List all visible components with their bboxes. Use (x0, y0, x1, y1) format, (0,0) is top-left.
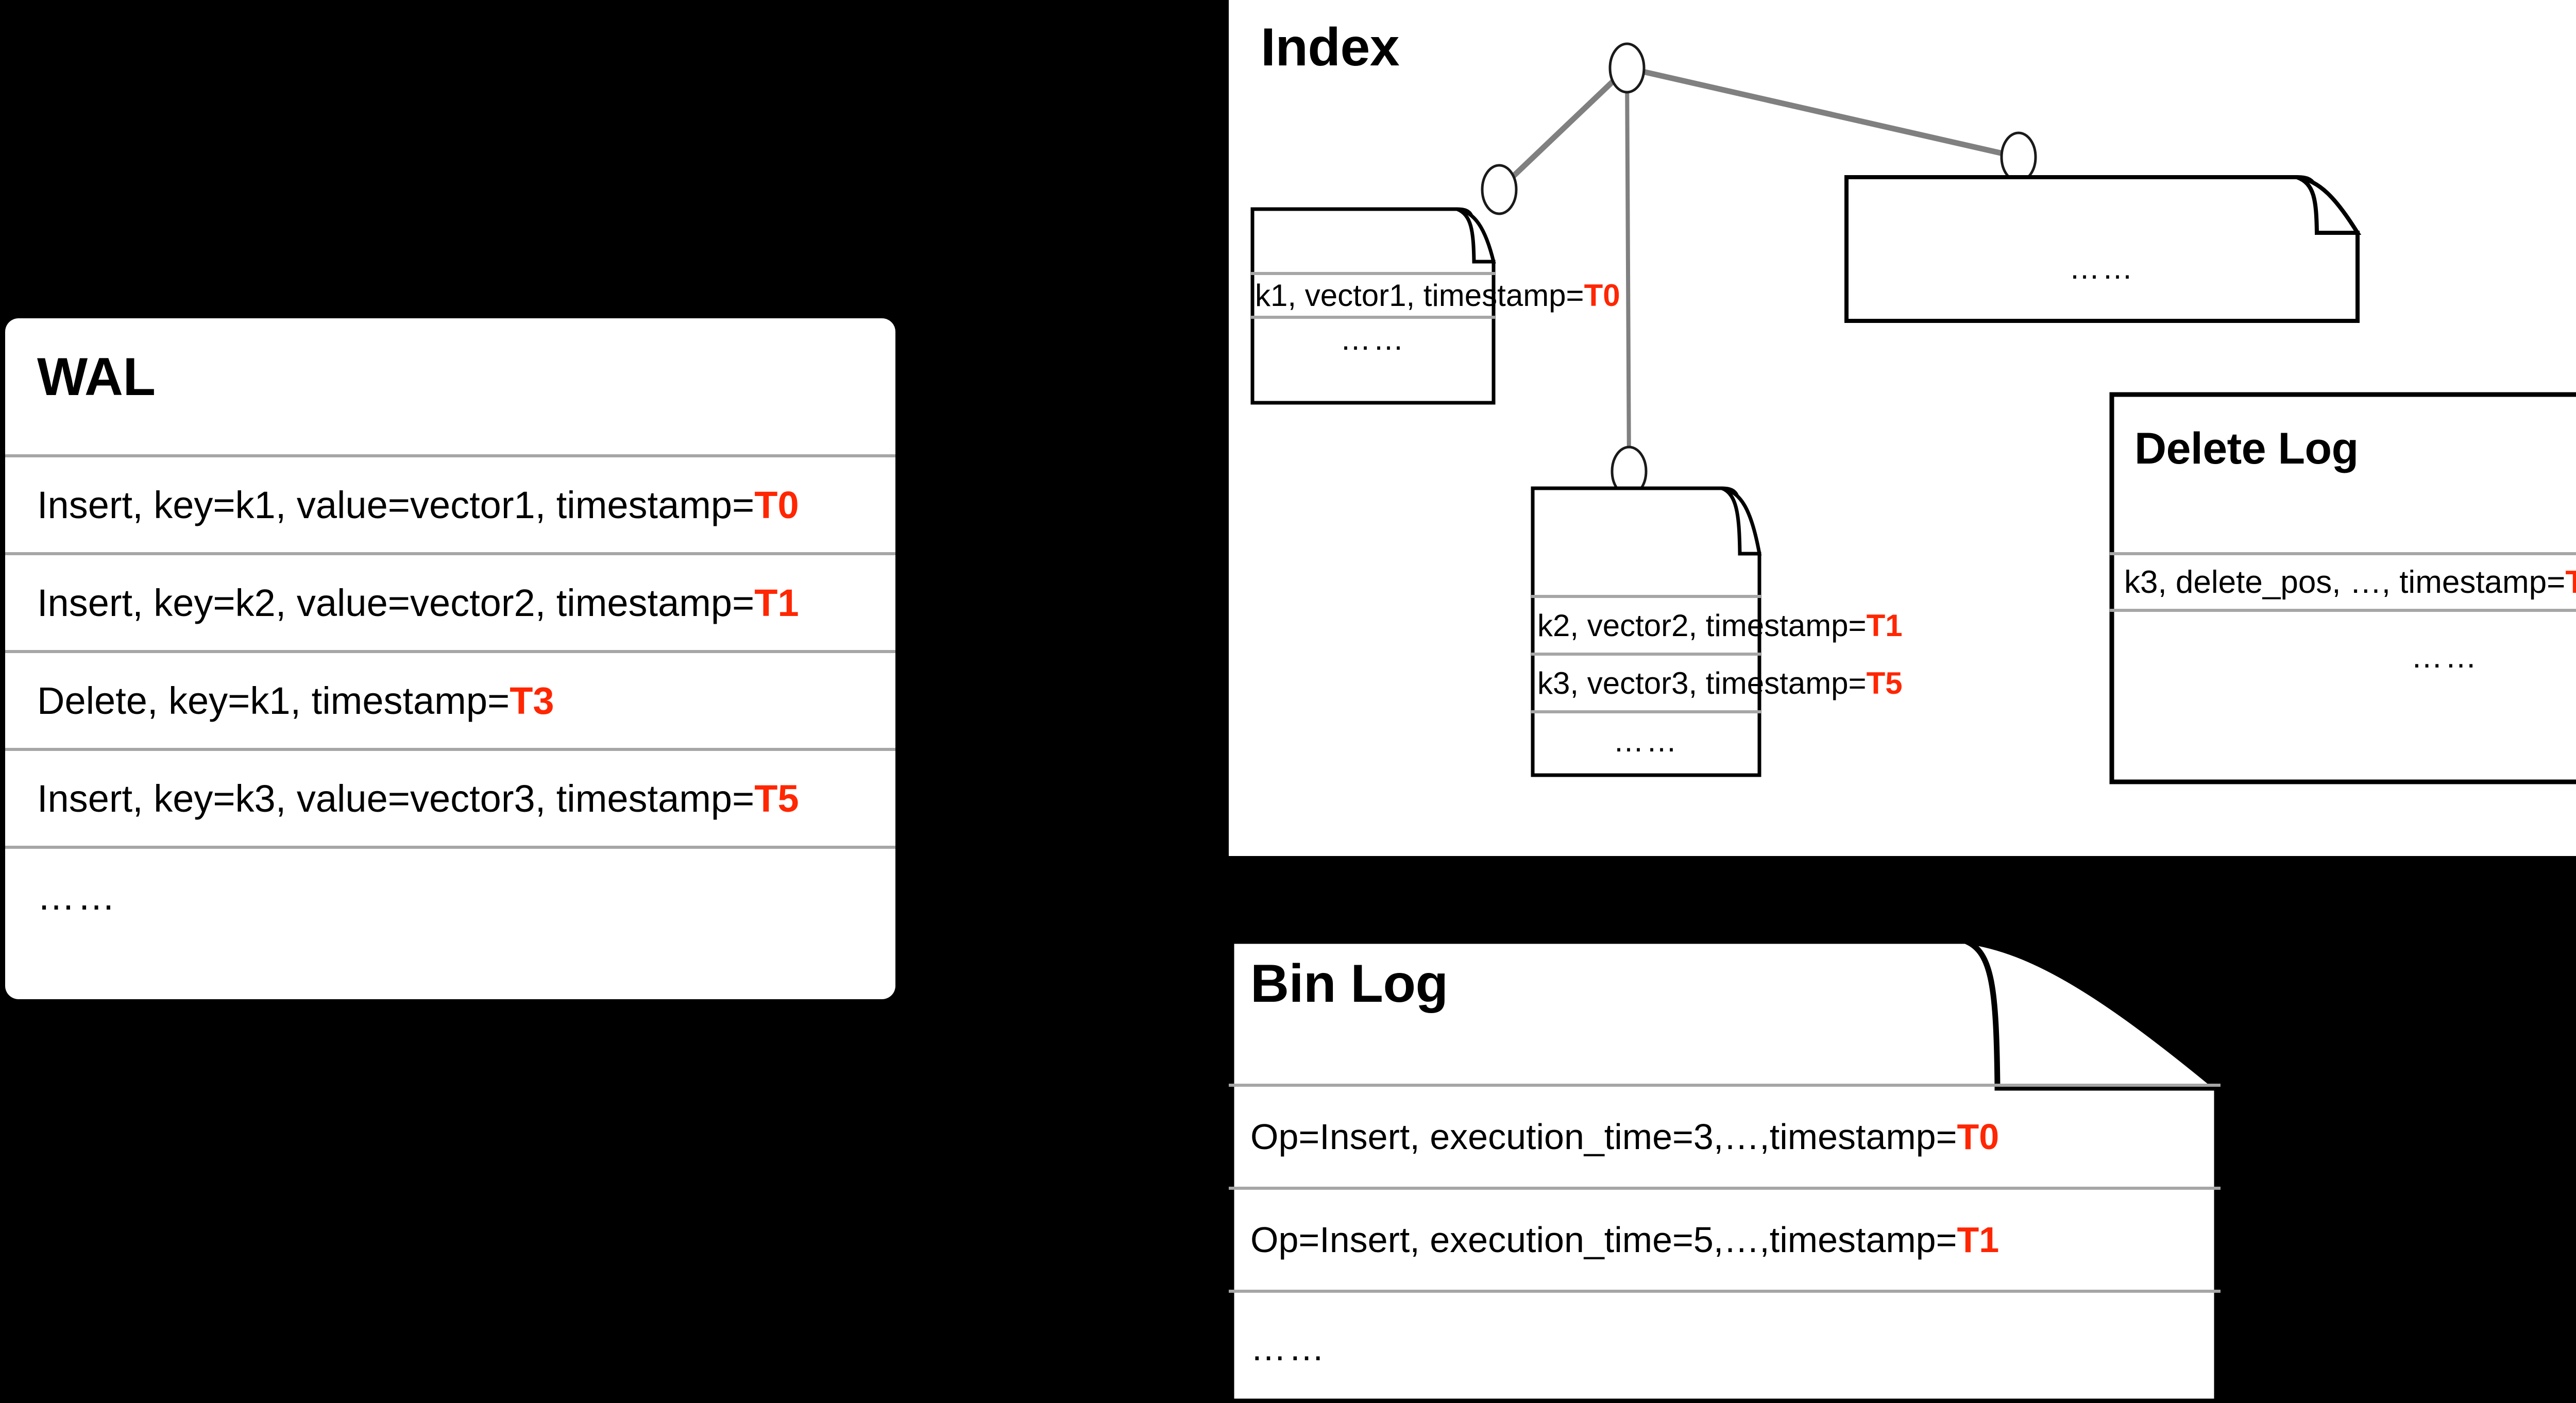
card-row-text: …… (1613, 723, 1679, 758)
tree-edges (1497, 65, 2020, 192)
wal-row-text: Insert, key=k2, value=vector2, timestamp… (37, 581, 755, 624)
delete-log-row-text: …… (2411, 639, 2479, 675)
wal-row-text: Delete, key=k1, timestamp= (37, 679, 510, 722)
folded-corner-path (1456, 207, 1496, 264)
delete-log-row-ellipsis: …… (2110, 609, 2576, 701)
panel-content: Delete Log k3, delete_pos, …, timestamp=… (2110, 392, 2576, 784)
wal-row-list: Insert, key=k1, value=vector1, timestamp… (5, 454, 895, 944)
card-row: k3, vector3, timestamp=T5 (1531, 653, 1903, 710)
document-shape (1228, 938, 2225, 1403)
wal-row-ellipsis: …… (5, 846, 895, 944)
bin-log-row-timestamp: T1 (1957, 1220, 1999, 1260)
index-leaf-card-k1[interactable]: k1, vector1, timestamp=T0 …… (1250, 207, 1620, 405)
card-row-list: k2, vector2, timestamp=T1 k3, vector3, t… (1531, 595, 1903, 768)
index-tree-graph (1481, 42, 2037, 497)
bin-log-row-text: Op=Insert, execution_time=5,…,timestamp= (1250, 1220, 1957, 1260)
delete-log-row: k3, delete_pos, …, timestamp=T3 (2110, 552, 2576, 609)
index-title: Index (1261, 18, 1400, 77)
wal-row-timestamp: T3 (510, 679, 554, 722)
document-shape (1844, 175, 2362, 323)
bin-log-row-text: …… (1250, 1328, 1327, 1368)
card-content: k1, vector1, timestamp=T0 …… (1251, 208, 1620, 404)
index-leaf-card-ellipsis[interactable]: …… (1844, 175, 2362, 323)
tree-nodes (1481, 42, 2037, 497)
bin-log-row-text: Op=Insert, execution_time=3,…,timestamp= (1250, 1117, 1957, 1157)
card-row-ellipsis: …… (1531, 710, 1761, 768)
bin-log-row: Op=Insert, execution_time=3,…,timestamp=… (1229, 1084, 2221, 1187)
wal-title: WAL (37, 347, 156, 407)
tree-node-root[interactable] (1608, 42, 1646, 94)
wal-row-timestamp: T5 (754, 777, 799, 820)
bin-log-row-timestamp: T0 (1957, 1117, 1999, 1157)
card-row-text: …… (2069, 251, 2135, 285)
card-content: k2, vector2, timestamp=T1 k3, vector3, t… (1531, 487, 1903, 777)
delete-log-row-list: k3, delete_pos, …, timestamp=T3 …… (2110, 552, 2576, 701)
wal-row: Delete, key=k1, timestamp=T3 (5, 650, 895, 748)
folded-corner-path (2296, 175, 2362, 235)
document-body-path (2109, 392, 2576, 784)
tree-node-left[interactable] (1481, 164, 1518, 215)
folded-corner-path (1964, 938, 2225, 1091)
index-leaf-card-k2-k3[interactable]: k2, vector2, timestamp=T1 k3, vector3, t… (1531, 486, 1903, 777)
tree-edge-root-to-left (1497, 66, 1629, 192)
bin-log-panel[interactable]: Bin Log Op=Insert, execution_time=3,…,ti… (1228, 938, 2225, 1403)
card-row-timestamp: T5 (1866, 665, 1903, 700)
card-row-text: k2, vector2, timestamp= (1537, 608, 1867, 643)
card-row: k1, vector1, timestamp=T0 (1251, 272, 1620, 316)
wal-row: Insert, key=k1, value=vector1, timestamp… (5, 454, 895, 552)
card-row-text: k3, vector3, timestamp= (1537, 665, 1867, 700)
card-row-text: k1, vector1, timestamp= (1255, 278, 1584, 313)
delete-log-title: Delete Log (2134, 424, 2359, 473)
card-row-text: …… (1340, 322, 1406, 356)
wal-panel: WAL Insert, key=k1, value=vector1, times… (5, 318, 895, 999)
document-body-path (1844, 175, 2360, 323)
wal-row-text: …… (37, 875, 117, 918)
bin-log-row-ellipsis: …… (1229, 1290, 2221, 1403)
card-row-list: k1, vector1, timestamp=T0 …… (1251, 272, 1620, 360)
wal-row: Insert, key=k2, value=vector2, timestamp… (5, 552, 895, 650)
tree-edge-root-to-middle (1625, 67, 1631, 472)
tree-edge-root-to-right (1626, 65, 2020, 160)
bin-log-row-list: Op=Insert, execution_time=3,…,timestamp=… (1229, 1084, 2221, 1403)
tree-node-right[interactable] (2000, 131, 2037, 183)
wal-row-text: Insert, key=k1, value=vector1, timestamp… (37, 483, 755, 526)
delete-log-row-timestamp: T3 (2565, 564, 2576, 600)
card-row: k2, vector2, timestamp=T1 (1531, 595, 1903, 653)
document-shape (1250, 207, 1496, 405)
wal-row-timestamp: T0 (754, 483, 799, 526)
folded-corner-path (1721, 486, 1762, 556)
wal-row-timestamp: T1 (754, 581, 799, 624)
tree-edge-group-middle (1625, 67, 1631, 472)
delete-log-row-text: k3, delete_pos, …, timestamp= (2124, 564, 2566, 600)
delete-log-panel[interactable]: Delete Log k3, delete_pos, …, timestamp=… (2109, 392, 2576, 784)
document-shape (2109, 392, 2576, 784)
wal-row-text: Insert, key=k3, value=vector3, timestamp… (37, 777, 755, 820)
card-row-timestamp: T1 (1866, 608, 1903, 643)
card-row-ellipsis: …… (1251, 316, 1495, 360)
document-shape (1531, 486, 1762, 777)
bin-log-title: Bin Log (1250, 954, 1448, 1014)
wal-row: Insert, key=k3, value=vector3, timestamp… (5, 748, 895, 846)
card-row-timestamp: T0 (1584, 278, 1620, 313)
panel-content: Bin Log Op=Insert, execution_time=3,…,ti… (1229, 938, 2221, 1401)
bin-log-row: Op=Insert, execution_time=5,…,timestamp=… (1229, 1187, 2221, 1290)
